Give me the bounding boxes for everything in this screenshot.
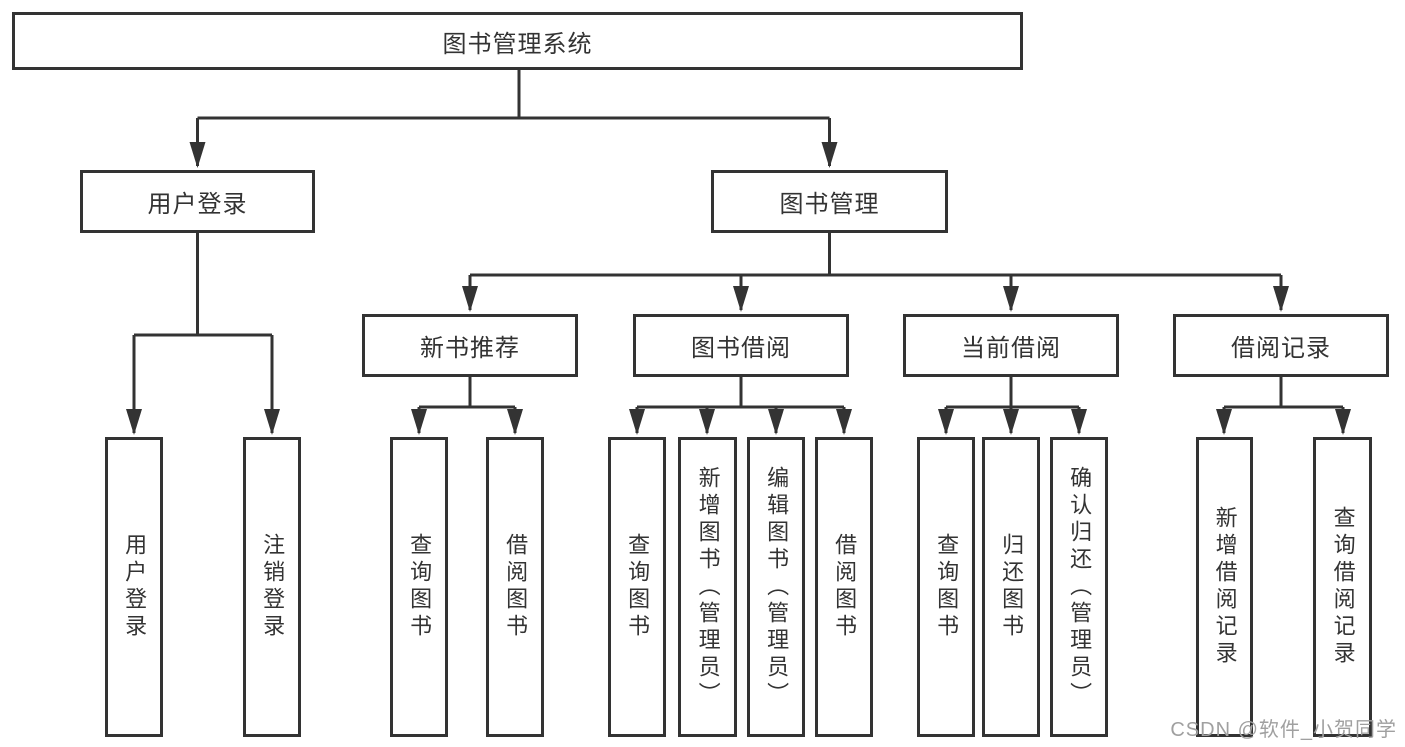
node-label: 图书管理系统 [442,30,593,58]
node-label: 借阅记录 [1231,335,1331,362]
leaf-add-books-admin: 新增图书（管理员） [678,437,737,737]
leaf-logout: 注销登录 [243,437,301,737]
leaf-borrow-books-recommend: 借阅图书 [486,437,544,737]
leaf-add-borrow-record: 新增借阅记录 [1196,437,1253,737]
node-label: 查询图书 [625,533,651,641]
csdn-watermark: CSDN @软件_小贺同学 [1170,719,1397,741]
node-label: 确认归还（管理员） [1067,465,1093,709]
node-new-book-recommendation: 新书推荐 [362,314,578,377]
node-label: 图书借阅 [691,335,791,362]
leaf-query-books-recommend: 查询图书 [390,437,448,737]
leaf-edit-books-admin: 编辑图书（管理员） [747,437,805,737]
node-label: 新增图书（管理员） [695,465,721,709]
node-label: 用户登录 [122,533,148,641]
node-label: 归还图书 [999,533,1025,641]
node-current-borrowing: 当前借阅 [903,314,1119,377]
node-label: 查询图书 [934,533,960,641]
leaf-user-login: 用户登录 [105,437,163,737]
node-label: 图书管理 [779,191,880,218]
node-label: 新书推荐 [420,335,520,362]
node-library-management-system: 图书管理系统 [12,12,1023,70]
node-book-management: 图书管理 [711,170,948,233]
node-label: 借阅图书 [832,533,858,641]
node-label: 当前借阅 [961,335,1061,362]
leaf-borrow-books: 借阅图书 [815,437,873,737]
node-borrowing-records: 借阅记录 [1173,314,1389,377]
node-label: 注销登录 [260,533,286,641]
leaf-query-borrow-record: 查询借阅记录 [1313,437,1372,737]
leaf-query-books-borrow: 查询图书 [608,437,666,737]
leaf-return-books: 归还图书 [982,437,1040,737]
node-label: 查询图书 [407,533,433,641]
leaf-query-books-current: 查询图书 [917,437,975,737]
node-label: 用户登录 [147,191,248,218]
leaf-confirm-return-admin: 确认归还（管理员） [1050,437,1108,737]
node-user-login: 用户登录 [80,170,315,233]
node-label: 借阅图书 [503,533,529,641]
node-book-borrowing: 图书借阅 [633,314,849,377]
node-label: 新增借阅记录 [1212,506,1238,668]
node-label: 查询借阅记录 [1330,506,1356,668]
node-label: 编辑图书（管理员） [764,465,790,709]
